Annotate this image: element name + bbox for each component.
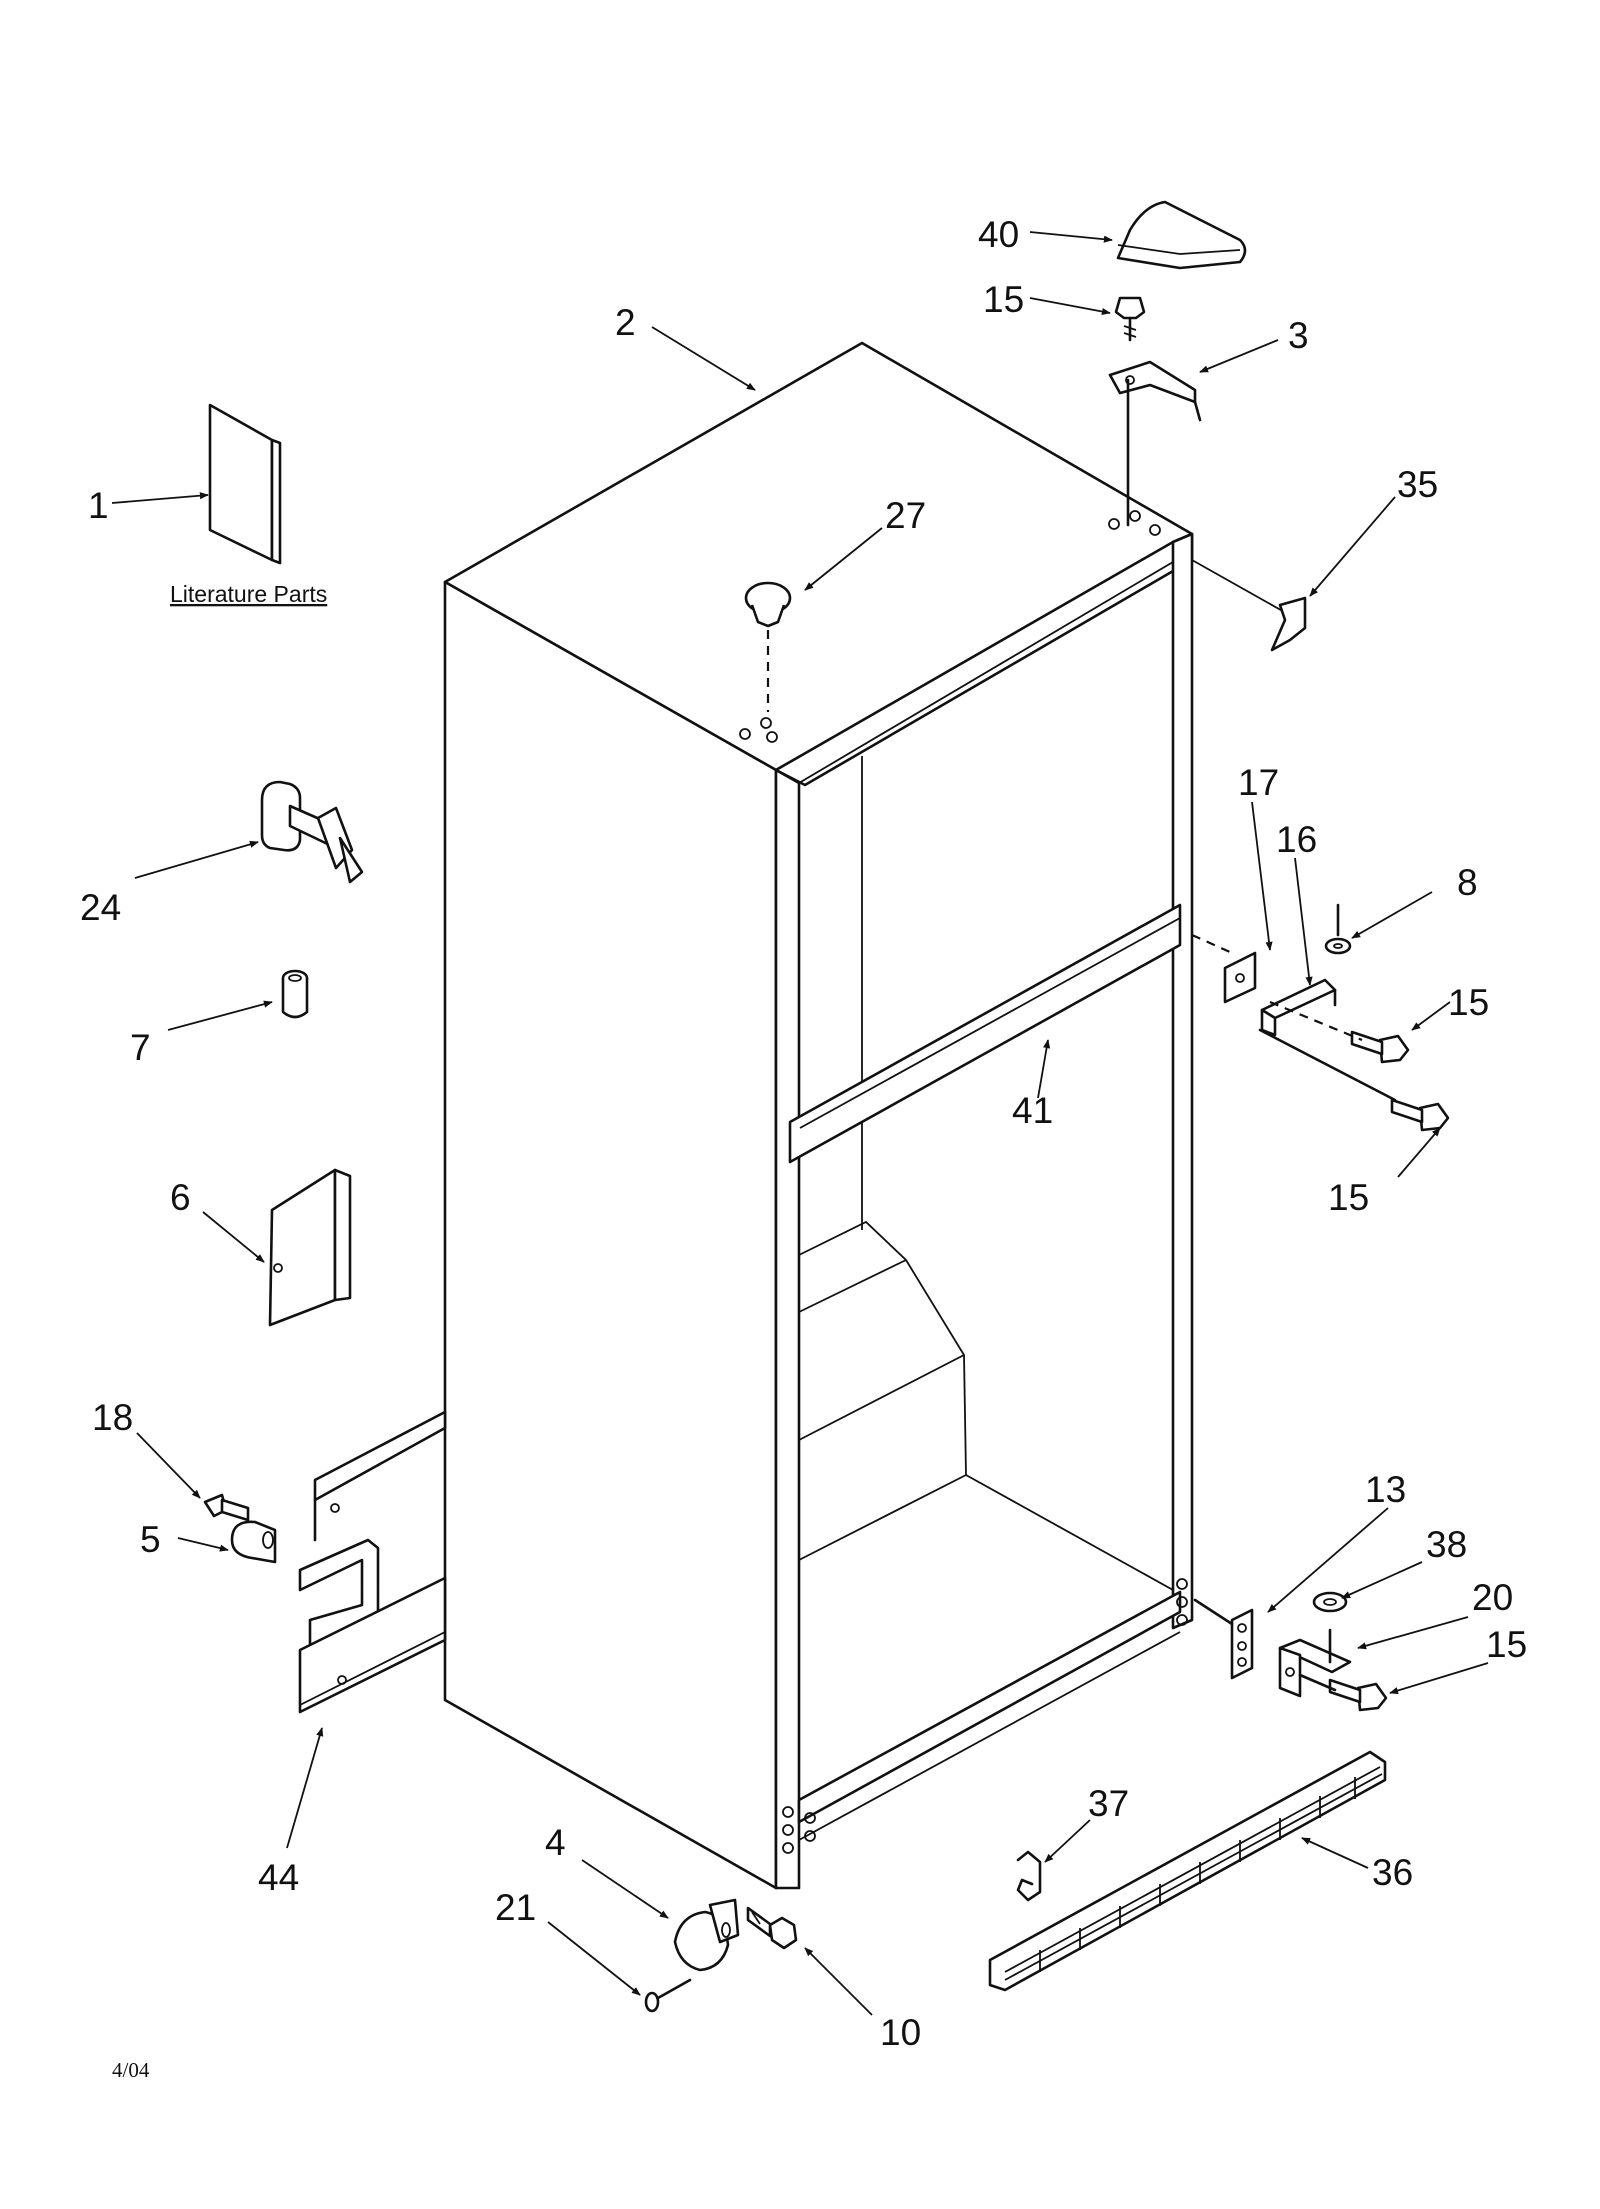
screw-18 <box>203 1493 250 1522</box>
callout-3: 3 <box>1288 315 1309 356</box>
callout-24: 24 <box>80 887 121 928</box>
callout-44: 44 <box>258 1857 299 1898</box>
plug <box>744 581 792 628</box>
callout-21: 21 <box>495 1887 536 1928</box>
leader-line <box>1191 933 1231 954</box>
callout-arrows <box>111 231 1489 2016</box>
bracket-35 <box>1270 596 1307 652</box>
callout-37: 37 <box>1088 1783 1129 1824</box>
callout-27: 27 <box>885 495 926 536</box>
callout-labels: 40 15 3 2 1 27 35 24 7 17 16 8 15 41 15 … <box>80 214 1527 2053</box>
callout-5: 5 <box>140 1519 161 1560</box>
callout-4: 4 <box>545 1822 566 1863</box>
hinge-cover <box>1116 200 1247 270</box>
callout-15-hinge-lower: 15 <box>1328 1177 1369 1218</box>
washer-8 <box>1324 903 1352 955</box>
leader-line <box>1269 1000 1363 1042</box>
literature-caption: Literature Parts <box>170 581 327 607</box>
screw-15-bottom <box>1328 1678 1388 1712</box>
screw-15-lower <box>1390 1098 1450 1132</box>
divider-bar <box>788 903 1182 1164</box>
leader-line <box>1258 1028 1397 1102</box>
callout-41: 41 <box>1012 1090 1053 1131</box>
literature-binder <box>208 403 282 565</box>
hinge-20 <box>1278 1628 1352 1698</box>
leader-line <box>1193 1598 1234 1626</box>
clip-5 <box>230 1520 277 1564</box>
hinge-16 <box>1260 978 1337 1037</box>
door-stop-24 <box>260 780 364 884</box>
screw-15-upper <box>1350 1030 1410 1064</box>
screw-21 <box>644 1978 692 2013</box>
callout-38: 38 <box>1426 1524 1467 1565</box>
leader-line <box>1298 1673 1337 1692</box>
cover-6 <box>268 1168 352 1327</box>
screw-top <box>1114 296 1146 342</box>
callout-1: 1 <box>88 485 109 526</box>
callout-15-top: 15 <box>983 279 1024 320</box>
callout-13: 13 <box>1365 1469 1406 1510</box>
top-hinge-bracket <box>1108 360 1202 422</box>
toe-grille-36 <box>988 1750 1387 1992</box>
callout-7: 7 <box>130 1027 151 1068</box>
callout-36: 36 <box>1372 1852 1413 1893</box>
clip-37 <box>1016 1850 1042 1902</box>
washer-38 <box>1312 1591 1348 1613</box>
callout-6: 6 <box>170 1177 191 1218</box>
screw-10 <box>746 1906 798 1950</box>
spacer-7 <box>281 969 309 1019</box>
hinge-17 <box>1223 951 1257 1004</box>
callout-15-bottom: 15 <box>1486 1624 1527 1665</box>
callout-20: 20 <box>1472 1577 1513 1618</box>
callout-35: 35 <box>1397 464 1438 505</box>
callout-8: 8 <box>1457 862 1478 903</box>
hinge-bracket-44 <box>298 1410 447 1714</box>
callout-15-hinge-upper: 15 <box>1448 982 1489 1023</box>
shim-13 <box>1230 1608 1254 1680</box>
callout-18: 18 <box>92 1397 133 1438</box>
callout-16: 16 <box>1276 819 1317 860</box>
callout-40: 40 <box>978 214 1019 255</box>
callout-2: 2 <box>615 302 636 343</box>
leveler-4 <box>673 1898 740 1972</box>
cabinet <box>443 341 1296 1890</box>
date-code: 4/04 <box>112 2058 150 2082</box>
callout-17: 17 <box>1238 762 1279 803</box>
callout-10: 10 <box>880 2012 921 2053</box>
